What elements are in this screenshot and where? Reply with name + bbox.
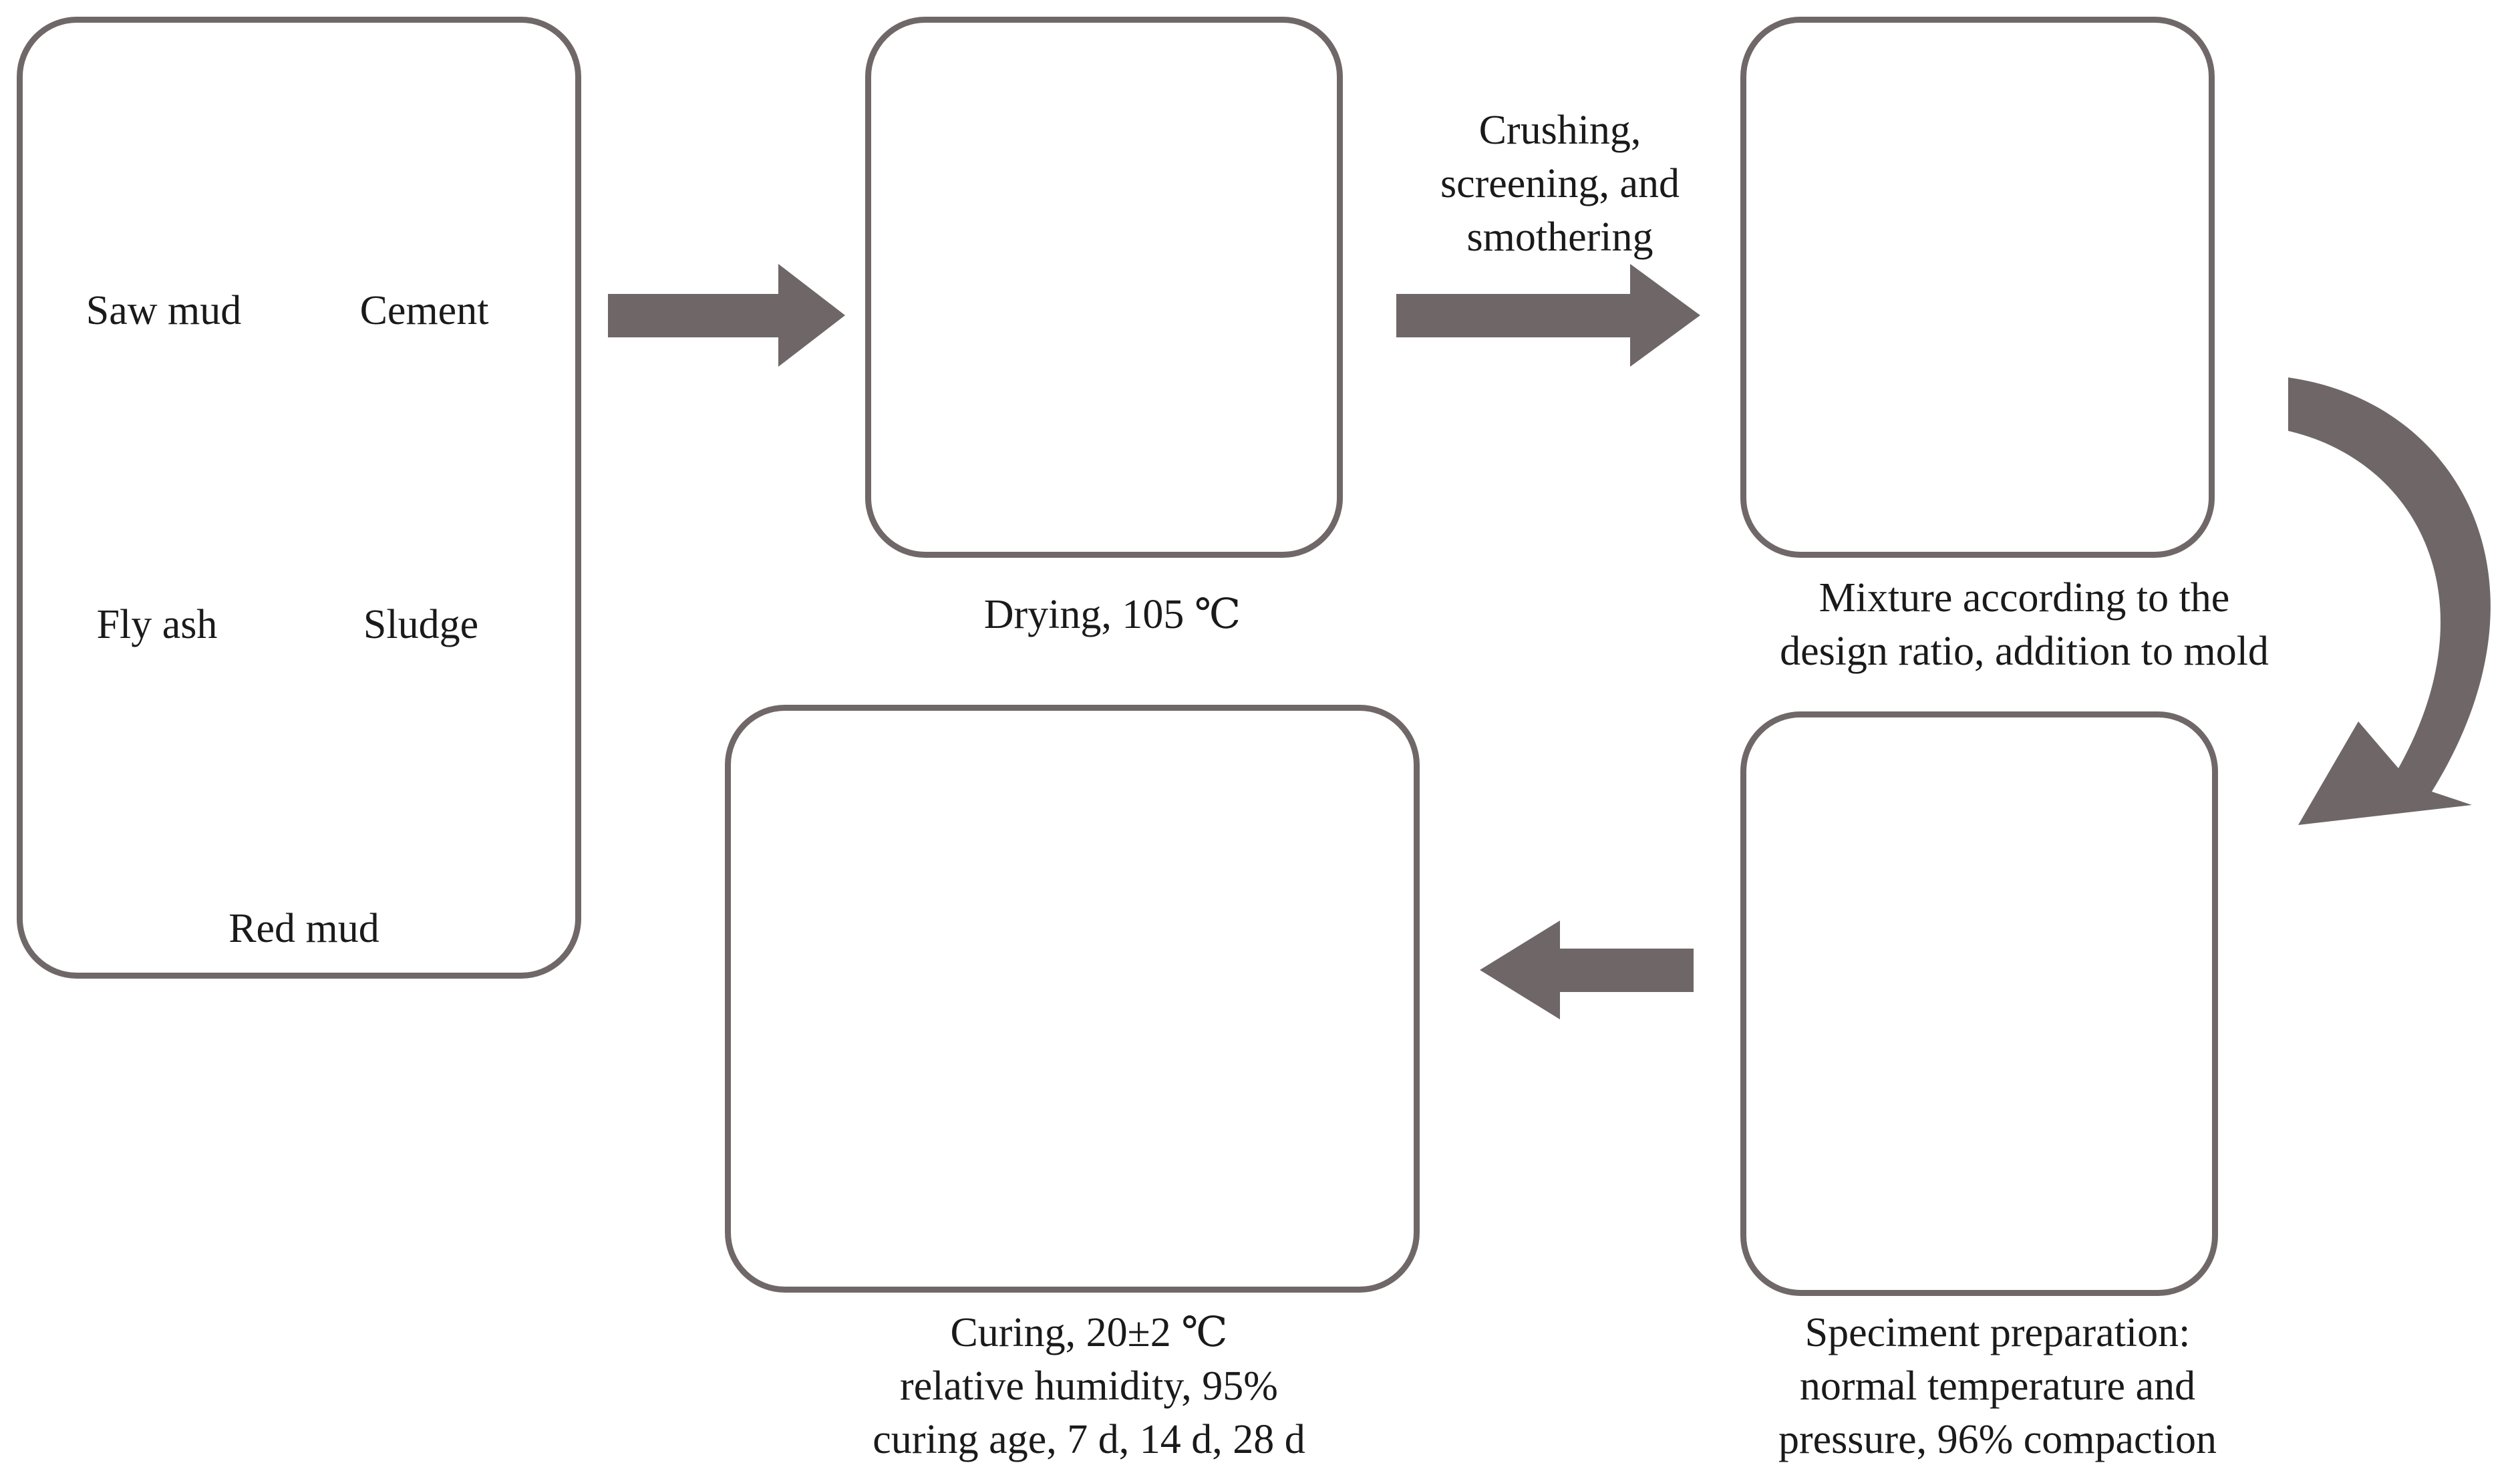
arrow-materials-to-drying [608,264,845,367]
red-mud-label: Red mud [228,906,379,951]
mixture-label: Mixture according to the design ratio, a… [1710,571,2338,678]
curing-frame [725,705,1420,1293]
arrow-curved-mold-to-specimen [2288,377,2491,825]
arrow-drying-to-mold [1396,264,1700,367]
crushing-line-1: Crushing, [1478,108,1641,153]
specimen-line-1: Speciment preparation: [1804,1310,2191,1355]
mixture-line-2: design ratio, addition to mold [1780,629,2269,674]
curing-line-3: curing age, 7 d, 14 d, 28 d [873,1417,1305,1462]
curing-label: Curing, 20±2 ℃ relative humidity, 95% cu… [788,1306,1390,1466]
crushing-label: Crushing, screening, and smothering [1373,104,1747,264]
crushing-line-3: smothering [1466,214,1653,260]
materials-panel [17,17,581,979]
drying-label: Drying, 105 ℃ [983,592,1241,637]
curing-line-2: relative humidity, 95% [900,1363,1278,1409]
crushing-line-2: screening, and [1440,161,1680,206]
cement-label: Cement [359,288,489,333]
drying-frame [865,17,1343,558]
specimen-line-3: pressure, 96% compaction [1778,1417,2217,1462]
specimen-label: Speciment preparation: normal temperatur… [1684,1306,2312,1466]
fly-ash-label: Fly ash [96,602,218,647]
mixture-line-1: Mixture according to the [1819,575,2230,621]
specimen-line-2: normal temperature and [1799,1363,2196,1409]
arrow-specimen-to-curing [1480,921,1694,1019]
saw-mud-label: Saw mud [86,288,242,333]
specimen-frame [1740,711,2218,1296]
curing-line-1: Curing, 20±2 ℃ [950,1310,1228,1355]
mold-frame [1740,17,2215,558]
sludge-label: Sludge [363,602,479,647]
